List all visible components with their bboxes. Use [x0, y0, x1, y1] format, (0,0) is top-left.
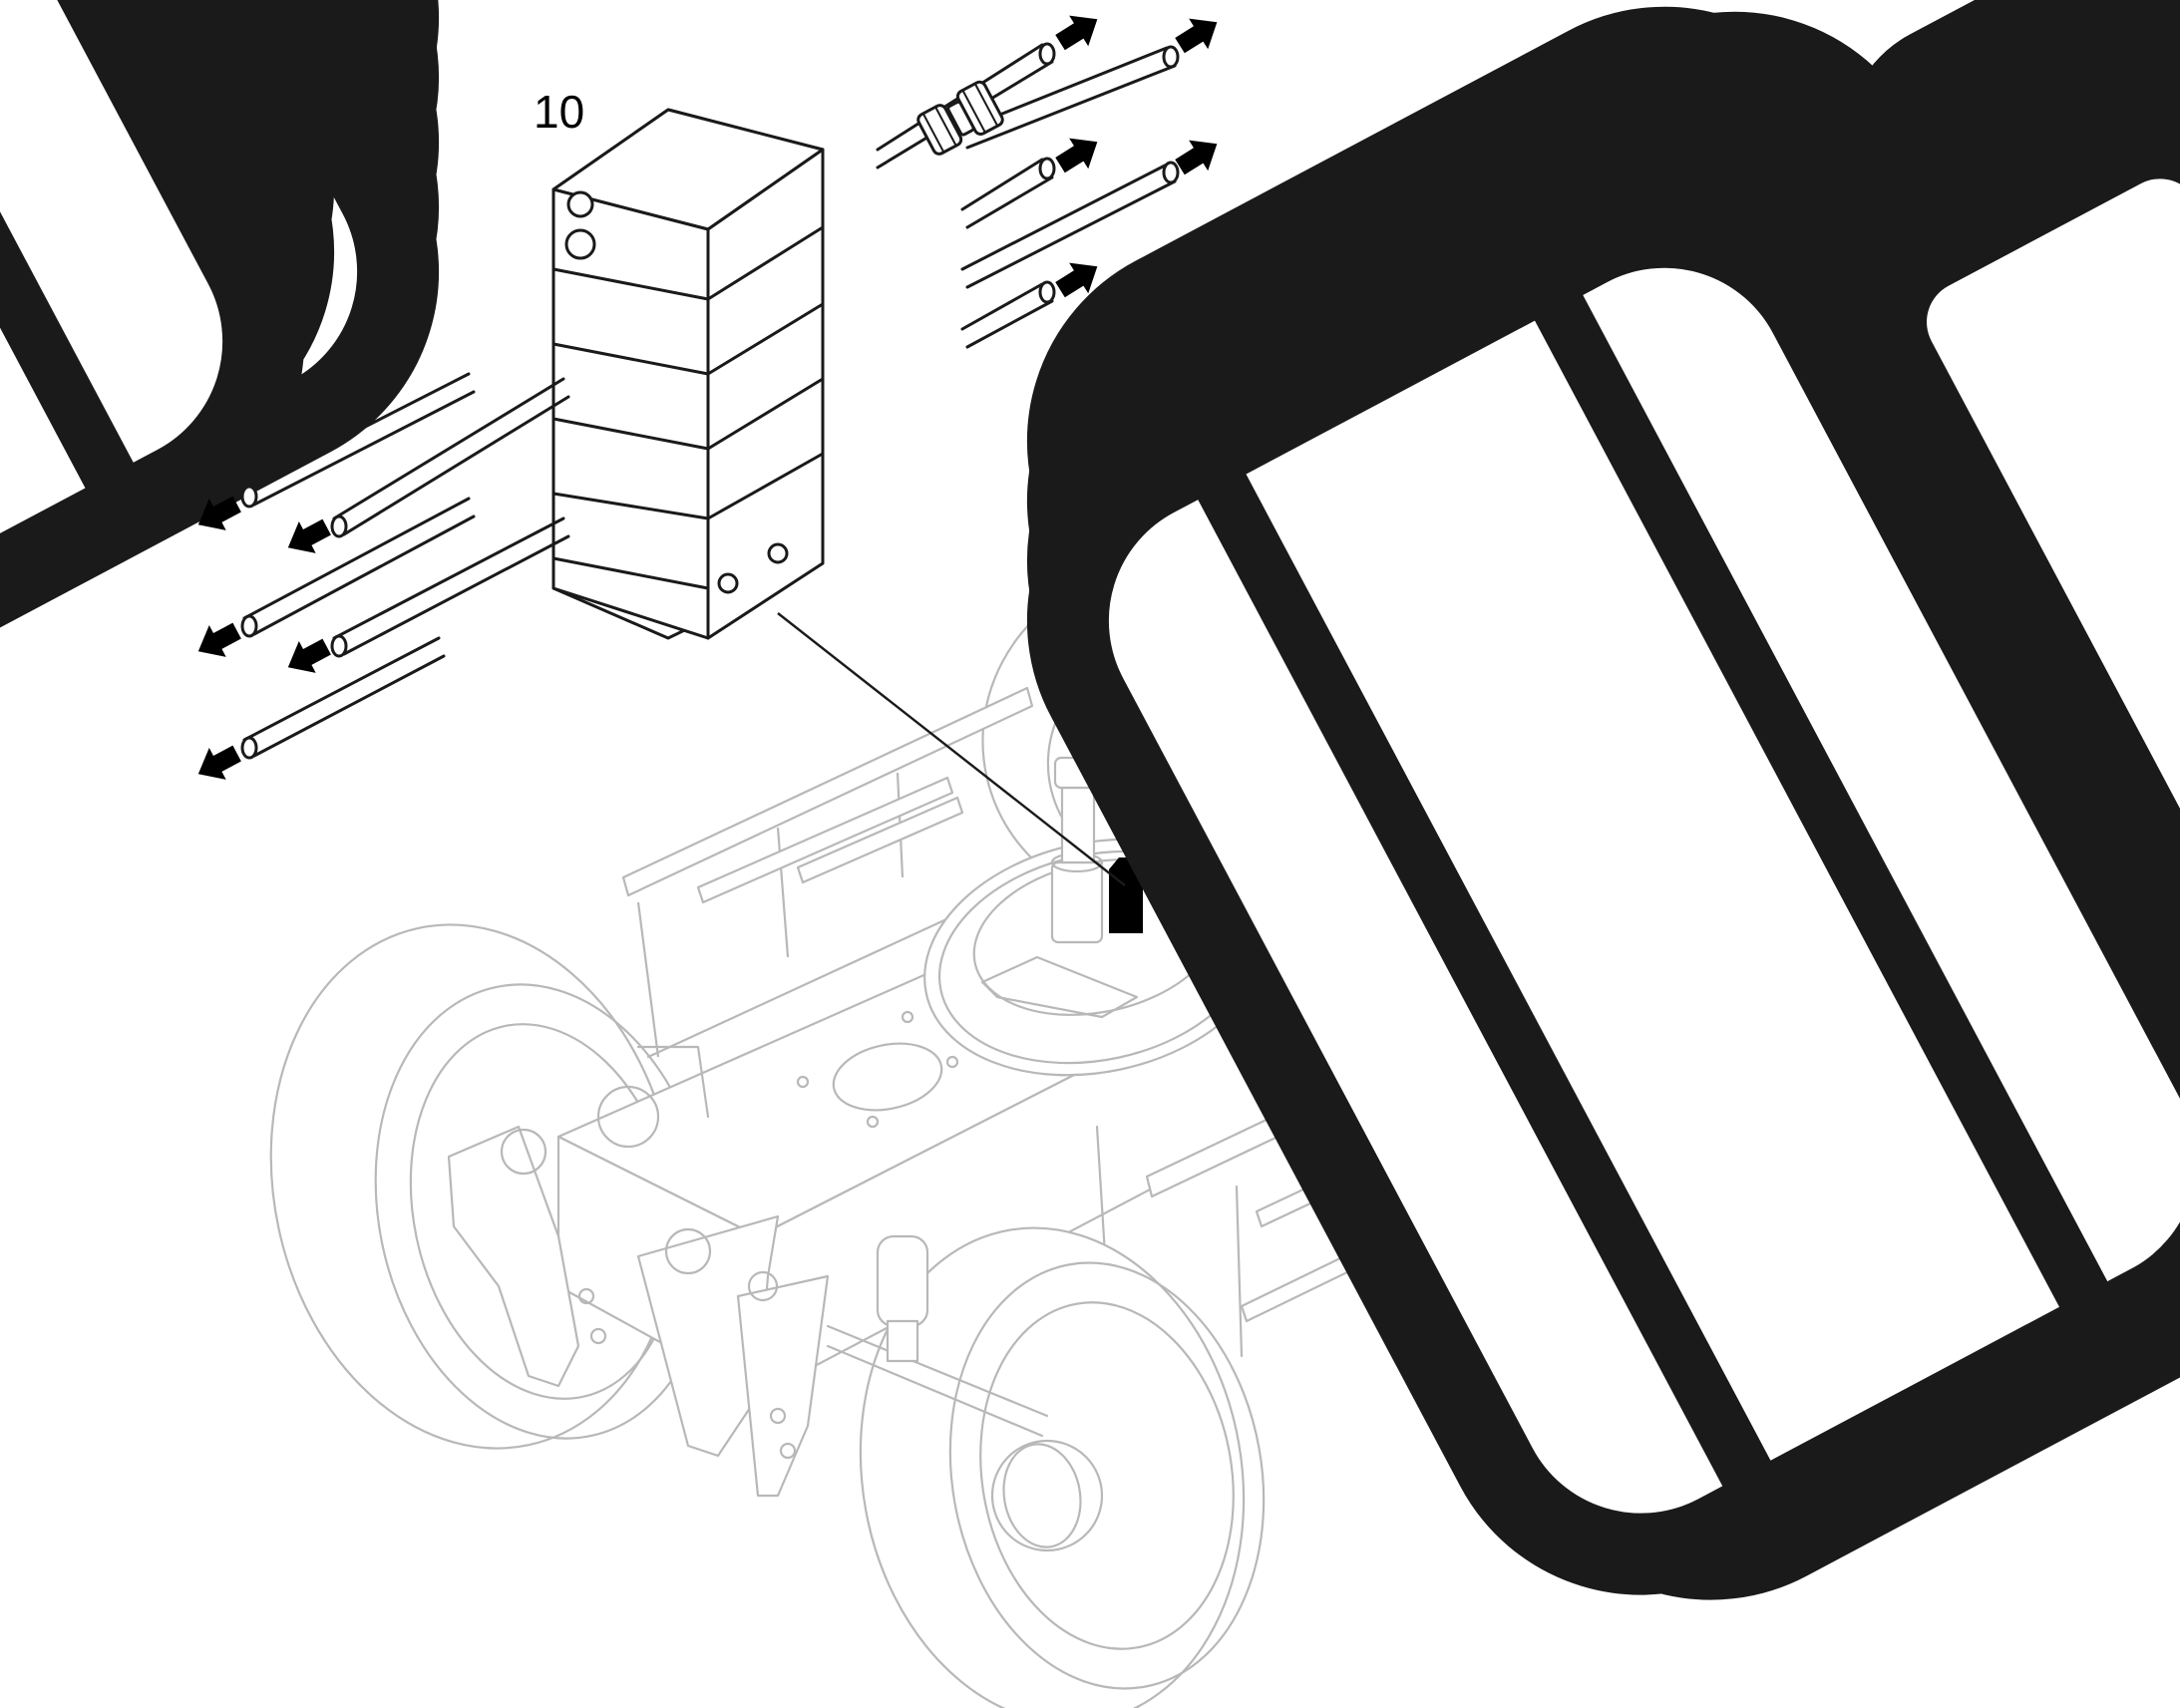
distributor-body: [551, 108, 825, 640]
left-outlet-pipes: [240, 372, 570, 760]
leader-line: [777, 612, 1126, 886]
arrow-right-3: [1050, 127, 1107, 180]
arrow-left-5: [189, 737, 246, 791]
location-marker: [1109, 869, 1143, 933]
arrow-left-3: [189, 614, 246, 668]
arrow-right-1: [1050, 4, 1107, 58]
right-outlet-pipes: [876, 42, 1180, 349]
arrow-left-2: [279, 511, 336, 564]
progressive-distributor-block: [0, 0, 2180, 1667]
arrow-left-4: [279, 630, 336, 684]
arrow-right-2: [1170, 7, 1227, 61]
near-right-wheel: [859, 1226, 1266, 1708]
left-step-platform: [621, 686, 1034, 1058]
left-fittings: [0, 0, 484, 1431]
callout-label: 10: [534, 86, 584, 138]
